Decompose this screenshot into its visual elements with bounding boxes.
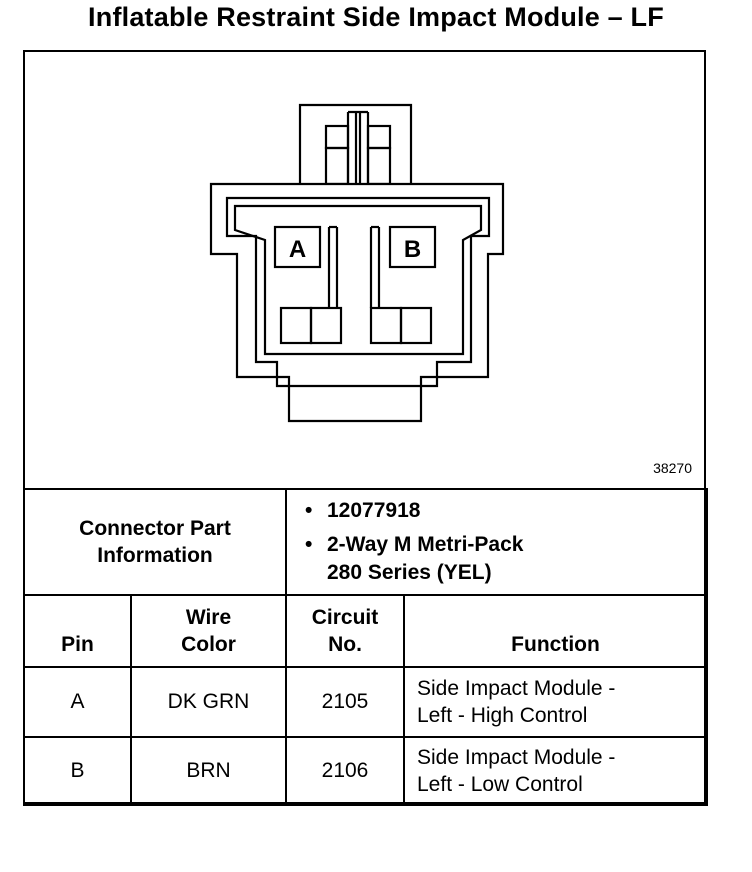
wire-color-cell: DK GRN (130, 666, 287, 738)
function-line1: Side Impact Module - (417, 677, 616, 700)
col-header-wire-line1: Wire (185, 606, 232, 629)
bullet-icon: • (305, 533, 313, 556)
part-info-values: • 12077918 • 2-Way M Metri-Pack 280 Seri… (284, 488, 709, 596)
col-header-wire-color: Wire Color (130, 594, 287, 668)
function-line1: Side Impact Module - (417, 746, 616, 769)
col-header-function-text: Function (511, 633, 600, 656)
pin-cell: A (23, 666, 132, 738)
circuit-cell: 2106 (285, 736, 405, 806)
part-number-item: • 12077918 (305, 497, 706, 525)
part-info-label-line1: Connector Part (79, 517, 231, 540)
figure-number: 38270 (653, 460, 692, 476)
col-header-pin: Pin (23, 594, 132, 668)
col-header-circuit: Circuit No. (285, 594, 405, 668)
function-cell: Side Impact Module - Left - Low Control (402, 736, 709, 806)
col-header-pin-text: Pin (61, 633, 94, 656)
column-header-row: Pin Wire Color Circuit No. Function (23, 594, 709, 668)
connector-type-item: • 2-Way M Metri-Pack (305, 531, 706, 559)
part-info-label: Connector Part Information (23, 488, 287, 596)
pin-a-terminal-right (309, 306, 343, 345)
pin-b-terminal-right (399, 306, 433, 345)
connector-outer-body (209, 182, 505, 423)
table-row: A DK GRN 2105 Side Impact Module - Left … (23, 666, 709, 738)
col-header-circuit-line1: Circuit (311, 606, 379, 629)
col-header-wire-line2: Color (181, 633, 236, 656)
pin-b-label: B (404, 236, 421, 263)
bullet-icon: • (305, 499, 313, 522)
part-info-row: Connector Part Information • 12077918 • … (23, 488, 709, 596)
function-cell: Side Impact Module - Left - High Control (402, 666, 709, 738)
connector-info-table: Connector Part Information • 12077918 • … (23, 488, 709, 806)
pin-a-label: A (289, 236, 306, 263)
col-header-circuit-line2: No. (328, 633, 362, 656)
part-number: 12077918 (327, 499, 421, 522)
col-header-function: Function (402, 594, 709, 668)
pin-b-label-box (388, 225, 437, 269)
page-title: Inflatable Restraint Side Impact Module … (88, 2, 664, 32)
table-row: B BRN 2106 Side Impact Module - Left - L… (23, 736, 709, 806)
connector-type-line2: 280 Series (YEL) (327, 561, 492, 584)
connector-face-drawing: A B (209, 103, 505, 423)
pin-a-label-box (273, 225, 322, 269)
circuit-cell: 2105 (285, 666, 405, 738)
connector-diagram: A B 38270 (23, 50, 706, 488)
function-line2: Left - High Control (417, 704, 588, 727)
pin-cell: B (23, 736, 132, 806)
connector-type-line1: 2-Way M Metri-Pack (327, 533, 524, 556)
wire-color-cell: BRN (130, 736, 287, 806)
function-line2: Left - Low Control (417, 773, 583, 796)
part-info-label-line2: Information (97, 544, 213, 567)
